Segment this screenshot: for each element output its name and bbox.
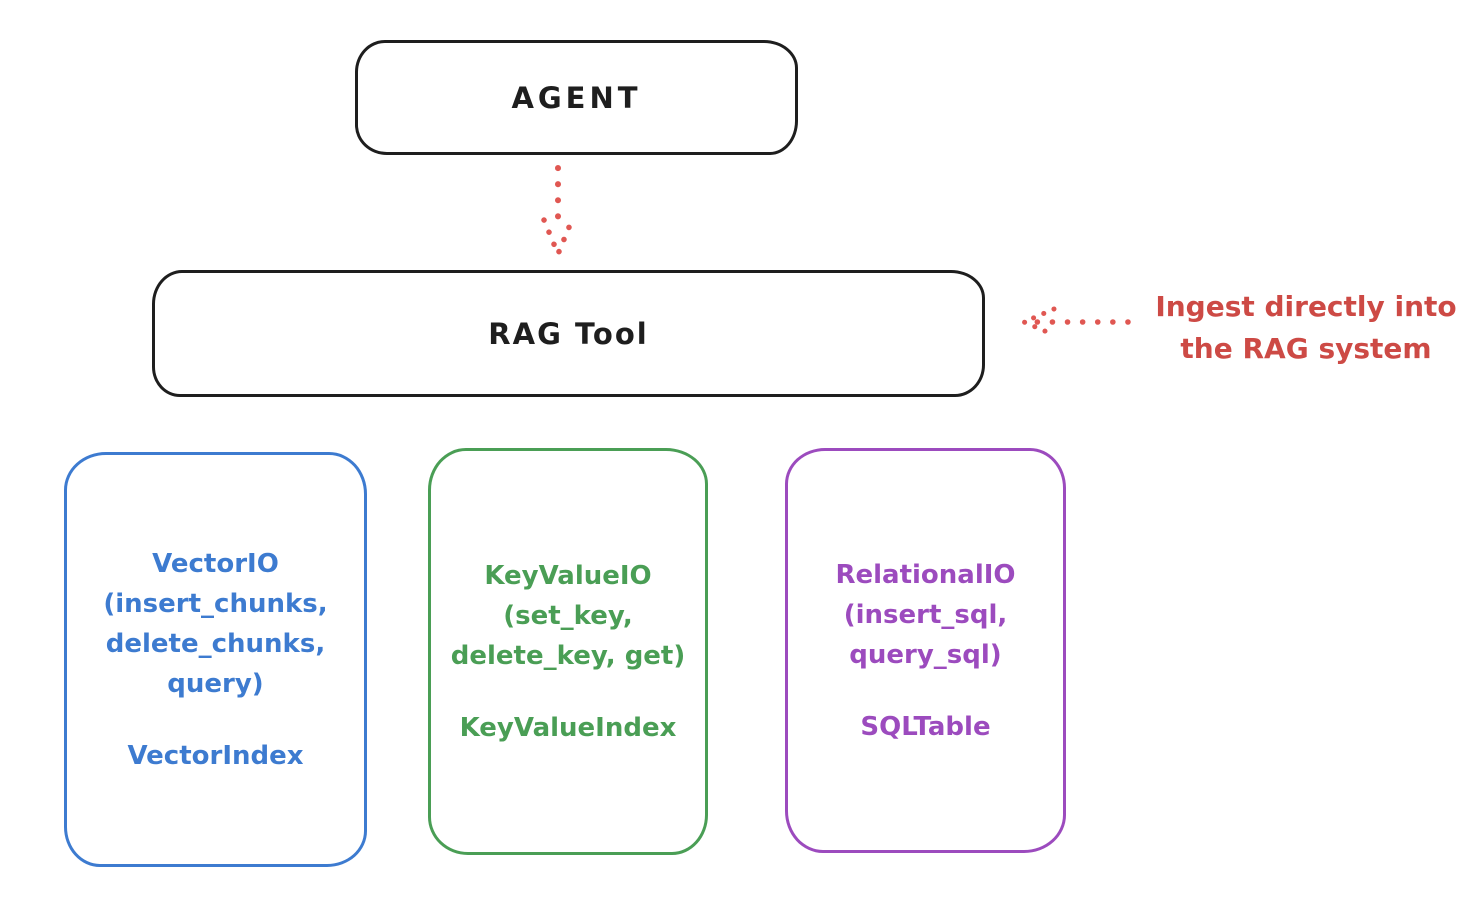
key-value-io-line-1: KeyValueIO bbox=[484, 560, 652, 591]
key-value-io-line-2: (set_key, bbox=[503, 600, 633, 631]
ingest-annotation-line-1: Ingest directly into bbox=[1155, 290, 1457, 323]
sql-table-label: SQLTable bbox=[860, 711, 991, 742]
key-value-io-line-3: delete_key, get) bbox=[450, 640, 686, 671]
relational-io-line-1: RelationalIO bbox=[835, 559, 1016, 590]
relational-io-line-2: (insert_sql, bbox=[843, 599, 1008, 630]
vector-io-card: VectorIO (insert_chunks, delete_chunks, … bbox=[64, 452, 367, 867]
vector-io-line-3: delete_chunks, bbox=[105, 628, 326, 659]
ingest-annotation: Ingest directly into the RAG system bbox=[1140, 286, 1472, 370]
vector-io-line-2: (insert_chunks, bbox=[103, 588, 328, 619]
ingest-annotation-line-2: the RAG system bbox=[1180, 332, 1432, 365]
relational-io-line-3: query_sql) bbox=[849, 639, 1002, 670]
rag-tool-label: RAG Tool bbox=[488, 316, 649, 351]
ingest-dotted-arrow-left-icon bbox=[1021, 306, 1131, 338]
agent-label: AGENT bbox=[511, 80, 642, 115]
key-value-io-card: KeyValueIO (set_key, delete_key, get) Ke… bbox=[428, 448, 708, 855]
relational-io-card: RelationalIO (insert_sql, query_sql) SQL… bbox=[785, 448, 1066, 853]
agent-to-rag-dotted-arrow-down-icon bbox=[541, 165, 575, 257]
vector-io-description: VectorIO (insert_chunks, delete_chunks, … bbox=[103, 544, 327, 704]
key-value-index-label: KeyValueIndex bbox=[459, 712, 677, 743]
vector-index-label: VectorIndex bbox=[127, 740, 304, 771]
key-value-io-description: KeyValueIO (set_key, delete_key, get) bbox=[451, 556, 686, 676]
relational-io-description: RelationalIO (insert_sql, query_sql) bbox=[835, 555, 1015, 675]
vector-io-line-4: query) bbox=[167, 668, 264, 699]
rag-tool-node: RAG Tool bbox=[152, 270, 985, 397]
agent-node: AGENT bbox=[355, 40, 798, 155]
vector-io-line-1: VectorIO bbox=[152, 548, 279, 579]
